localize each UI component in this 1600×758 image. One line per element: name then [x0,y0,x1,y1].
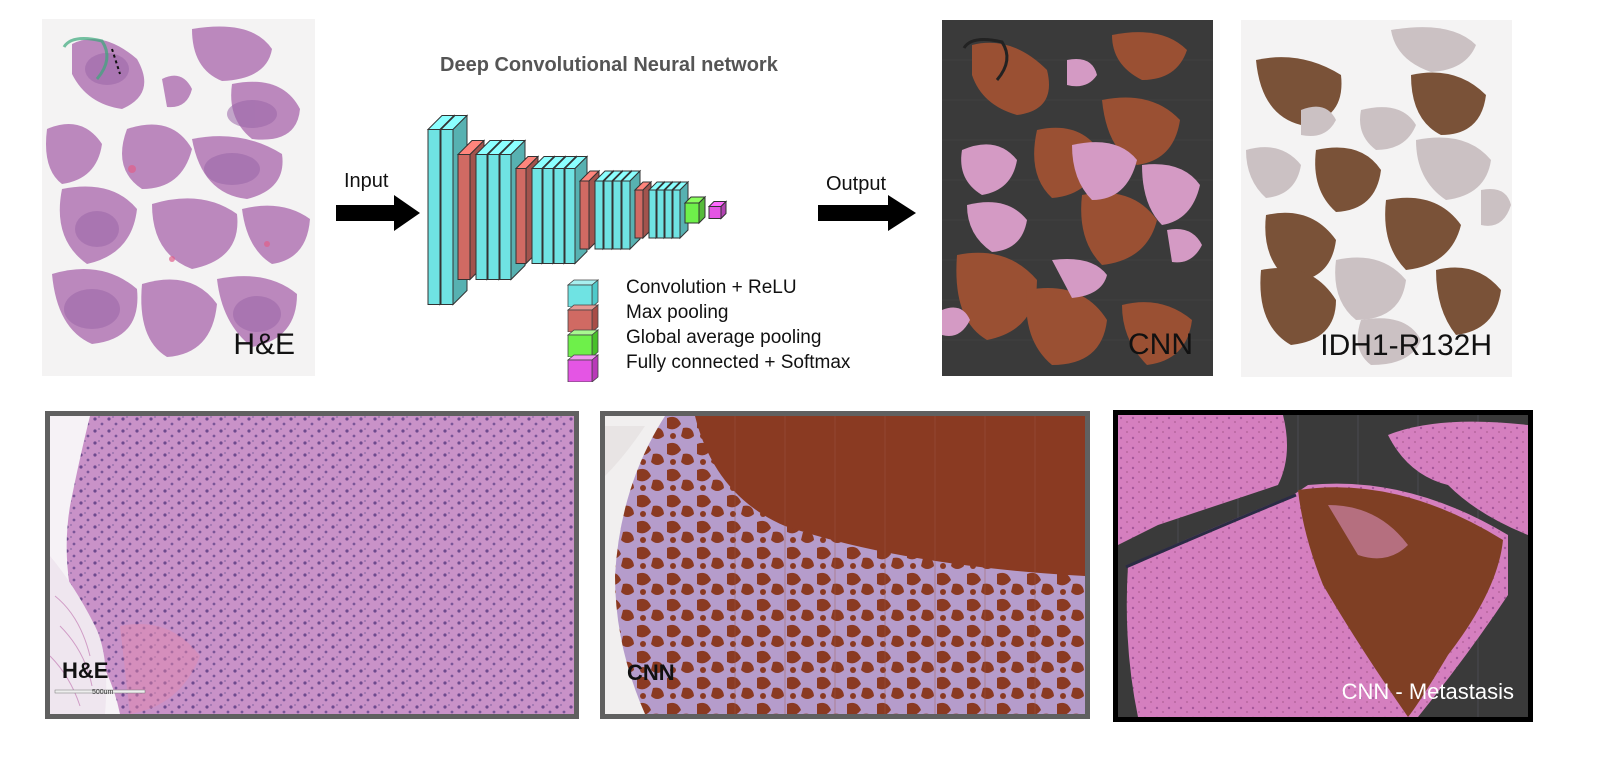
cnn-slide-image [942,20,1213,376]
cnn-slide-panel: CNN [942,20,1213,376]
metastasis-image [1118,415,1528,717]
idh-slide-panel: IDH1-R132H [1241,20,1512,377]
cnn-zoom-panel: CNN [600,411,1090,719]
gap-swatch-icon [566,329,600,357]
metastasis-label: CNN - Metastasis [1341,679,1514,704]
legend-label-fc: Fully connected + Softmax [626,352,851,373]
he-zoom-image [50,416,574,714]
cnn-layer-conv-20 [671,180,690,240]
he-slide-label: H&E [233,328,295,361]
fc-swatch-icon [566,354,600,382]
cnn-slide-label: CNN [1128,328,1193,361]
idh-slide-image [1241,20,1512,377]
he-slide-panel: H&E [42,19,315,376]
output-label: Output [826,173,887,195]
legend: Convolution + ReLU Max pooling Global av… [566,277,906,382]
input-label: Input [344,170,389,192]
he-zoom-label: H&E [62,658,109,683]
cnn-architecture-diagram [426,114,728,306]
idh-slide-label: IDH1-R132H [1320,329,1492,362]
maxpool-swatch-icon [566,304,600,332]
cnn-layer-fc-22 [707,200,728,220]
cnn-zoom-image [605,416,1085,714]
output-arrow-icon [818,195,916,231]
cnn-zoom-label: CNN [627,660,675,685]
cnn-layer-gap-21 [683,195,707,225]
conv-swatch-icon [566,279,600,307]
legend-label-gap: Global average pooling [626,327,822,348]
metastasis-panel: CNN - Metastasis [1113,410,1533,722]
input-arrow-icon [336,195,420,231]
he-zoom-panel: H&E 500um [45,411,579,719]
he-slide-image [42,19,315,376]
legend-label-conv: Convolution + ReLU [626,277,797,298]
scale-bar-label: 500um [92,689,114,696]
legend-label-maxpool: Max pooling [626,302,729,323]
diagram-title: Deep Convolutional Neural network [440,54,778,76]
